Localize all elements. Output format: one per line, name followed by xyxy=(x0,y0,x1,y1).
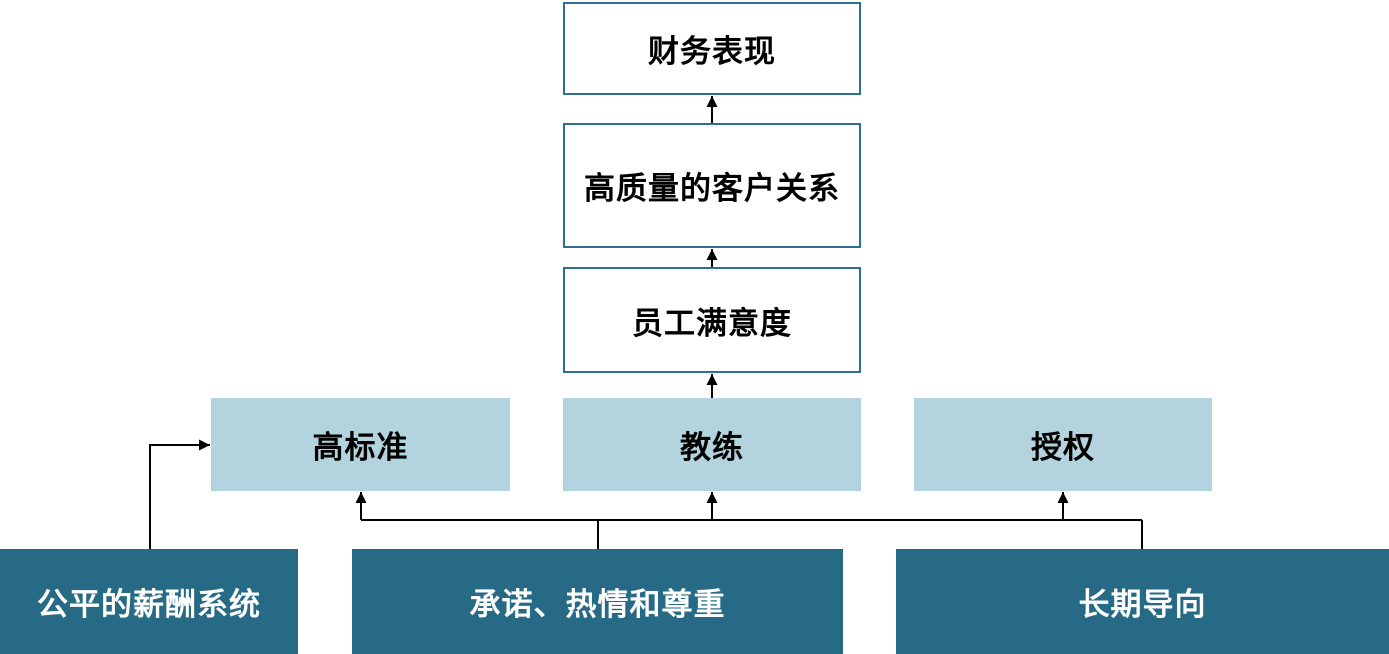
node-coaching: 教练 xyxy=(563,398,861,491)
node-label: 承诺、热情和尊重 xyxy=(469,587,726,623)
node-empowerment: 授权 xyxy=(914,398,1212,491)
node-financial-performance: 财务表现 xyxy=(563,2,861,95)
node-commitment-passion-respect: 承诺、热情和尊重 xyxy=(352,549,843,654)
node-label: 财务表现 xyxy=(648,34,776,70)
node-label: 长期导向 xyxy=(1078,587,1207,623)
node-label: 公平的薪酬系统 xyxy=(37,587,261,623)
node-high-standards: 高标准 xyxy=(211,398,510,491)
arrow-pay-to-standards xyxy=(149,439,210,549)
node-label: 教练 xyxy=(680,430,744,466)
node-customer-relationship: 高质量的客户关系 xyxy=(563,123,861,248)
node-label: 高质量的客户关系 xyxy=(584,171,840,207)
node-long-term-orientation: 长期导向 xyxy=(896,549,1389,654)
node-label: 授权 xyxy=(1031,430,1095,466)
node-label: 员工满意度 xyxy=(632,305,792,342)
node-fair-pay-system: 公平的薪酬系统 xyxy=(0,549,298,654)
node-employee-satisfaction: 员工满意度 xyxy=(563,267,861,373)
node-label: 高标准 xyxy=(312,430,409,466)
